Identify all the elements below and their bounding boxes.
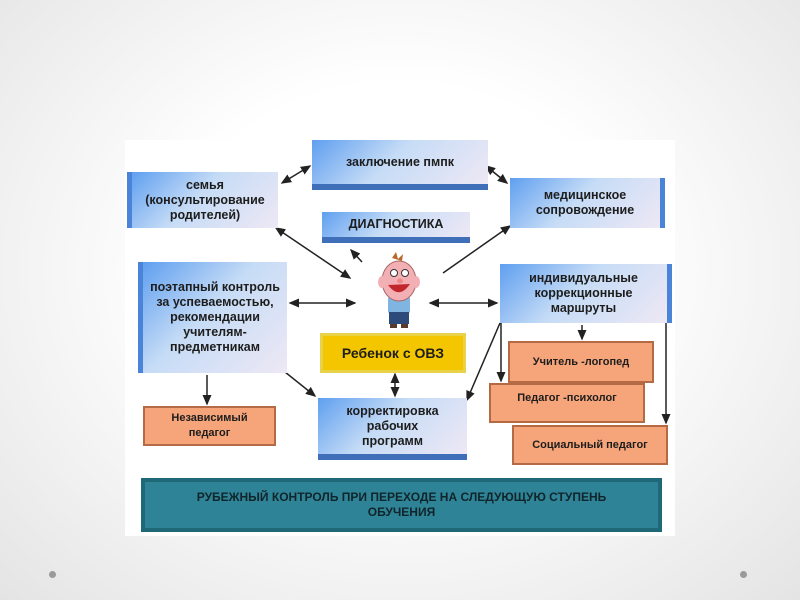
child-with-disabilities-box: Ребенок с ОВЗ: [320, 333, 466, 373]
slide-dot-right: [740, 571, 747, 578]
social-teacher-box: Социальный педагог: [512, 425, 668, 465]
family-consulting-box: семья (консультирование родителей): [127, 172, 278, 228]
slide-dot-left: [49, 571, 56, 578]
pmpk-conclusion-box: заключение пмпк: [312, 140, 488, 190]
psychologist-box: Педагог -психолог: [489, 383, 645, 423]
child-cartoon-icon: [378, 252, 420, 328]
program-correction-box: корректировка рабочих программ: [318, 398, 467, 460]
medical-support-box: медицинское сопровождение: [510, 178, 665, 228]
final-control-box: РУБЕЖНЫЙ КОНТРОЛЬ ПРИ ПЕРЕХОДЕ НА СЛЕДУЮ…: [141, 478, 662, 532]
independent-teacher-box: Независимый педагог: [143, 406, 276, 446]
stage-control-box: поэтапный контроль за успеваемостью, рек…: [138, 262, 287, 373]
diagnostics-box: ДИАГНОСТИКА: [322, 212, 470, 243]
individual-routes-box: индивидуальные коррекционные маршруты: [500, 264, 672, 323]
speech-therapist-box: Учитель -логопед: [508, 341, 654, 383]
